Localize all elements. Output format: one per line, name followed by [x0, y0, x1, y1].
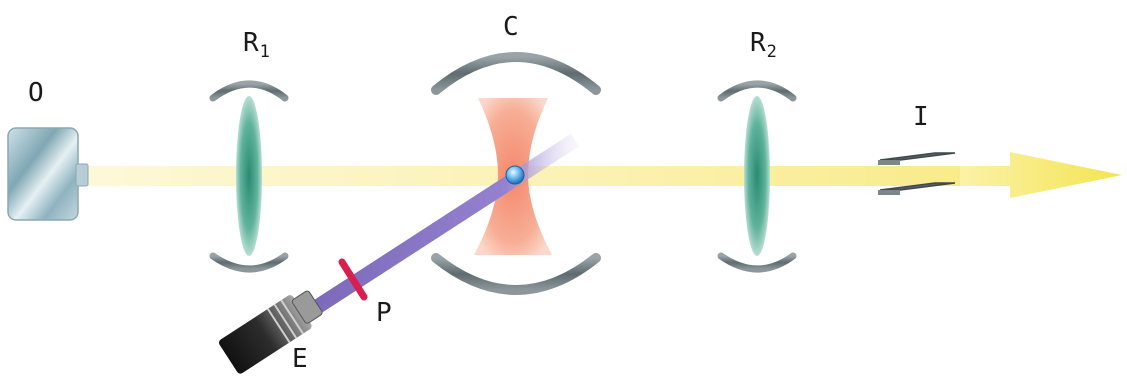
label-i: I	[913, 102, 929, 132]
atom-icon	[505, 165, 525, 185]
label-r1: R1	[243, 30, 270, 61]
laser-icon	[219, 290, 323, 374]
label-r2-sub: 2	[766, 42, 777, 62]
label-o: O	[28, 78, 44, 108]
label-r1-sub: 1	[259, 42, 270, 62]
label-r2: R2	[750, 30, 777, 61]
label-r2-main: R	[750, 28, 766, 58]
label-c: C	[503, 12, 519, 42]
iris-icon	[878, 152, 956, 195]
label-p: P	[376, 298, 392, 328]
lens-r2	[717, 80, 797, 273]
detector-icon	[7, 127, 89, 221]
output-arrow	[960, 152, 1122, 198]
polarizer-icon	[338, 258, 368, 301]
pump-beam	[295, 133, 580, 325]
lens-r1	[209, 80, 289, 273]
cavity-mirrors	[431, 52, 601, 295]
label-r1-main: R	[243, 28, 259, 58]
label-e: E	[292, 344, 308, 374]
